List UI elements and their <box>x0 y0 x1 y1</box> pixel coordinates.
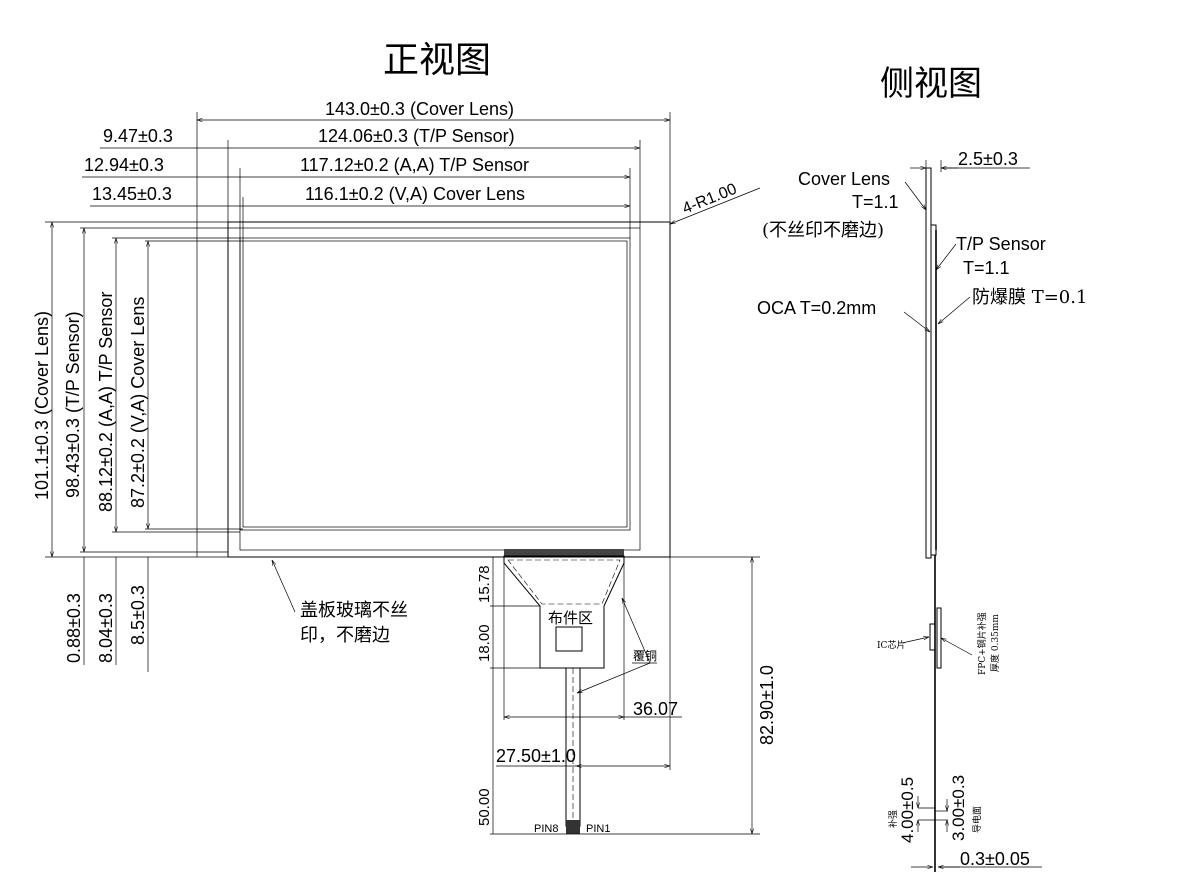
fpc-thickness-dim: 0.3±0.05 <box>960 849 1030 869</box>
cover-lens-label: Cover Lens <box>798 169 890 189</box>
cover-lens-outline <box>227 221 671 558</box>
tp-sensor-outline <box>239 227 641 551</box>
dim-cover-lens-width: 143.0±0.3 (Cover Lens) <box>325 99 514 119</box>
side-view-title: 侧视图 <box>880 64 982 104</box>
fpc-width-dim: 36.07 <box>633 699 678 719</box>
view-area-outline <box>242 240 628 528</box>
cover-lens-side <box>925 167 932 559</box>
front-view: 143.0±0.3 (Cover Lens) 124.06±0.3 (T/P S… <box>32 99 777 835</box>
copper-label: 覆铜 <box>633 648 657 663</box>
fpc-offset-dim: 27.50±1.0 <box>496 746 576 766</box>
component-area-label: 布件区 <box>548 609 593 627</box>
fpc: 布件区 PIN8 PIN1 覆铜 <box>503 549 657 835</box>
fpc-dim-18-00: 18.00 <box>476 624 493 662</box>
explosion-film-label: 防爆膜 T=0.1 <box>972 287 1087 308</box>
pin8-label: PIN8 <box>534 823 558 835</box>
fpc-pins <box>566 820 580 834</box>
extension-lines <box>45 112 671 558</box>
active-area-outline <box>239 237 631 531</box>
fpc-stiffener-thickness: 厚度 0.35mm <box>989 614 1001 672</box>
glass-note-line1: 盖板玻璃不丝 <box>300 600 408 621</box>
tp-sensor-label: T/P Sensor <box>956 234 1046 254</box>
front-view-title: 正视图 <box>383 40 491 81</box>
ic-chip-side <box>929 623 936 651</box>
oca-label: OCA T=0.2mm <box>757 298 876 318</box>
cover-lens-thickness: T=1.1 <box>852 192 899 212</box>
fpc-stiffener-label: FPC+钢片补强 <box>976 612 988 675</box>
bottom-offset-8-04: 8.04±0.3 <box>96 593 116 663</box>
cover-lens-note: (不丝印不磨边) <box>762 220 884 241</box>
dim-tp-sensor-width: 124.06±0.3 (T/P Sensor) <box>318 126 515 146</box>
offset-12-94: 12.94±0.3 <box>84 155 164 175</box>
dim-va-height: 87.2±0.2 (V,A) Cover Lens <box>128 297 148 508</box>
offset-13-45: 13.45±0.3 <box>92 184 172 204</box>
stiffener-label: 补强 <box>887 810 899 828</box>
bottom-offset-0-88: 0.88±0.3 <box>64 593 84 663</box>
corner-radius-label: 4-R1.00 <box>680 181 739 218</box>
side-view: 2.5±0.3 Cover Lens T=1.1 (不丝印不磨边) T/P Se… <box>757 149 1087 872</box>
fpc-dim-50-00: 50.00 <box>476 788 493 826</box>
fpc-stiffener-side <box>936 607 942 669</box>
total-thickness-dim: 2.5±0.3 <box>958 149 1018 169</box>
tp-sensor-thickness: T=1.1 <box>963 258 1010 278</box>
ic-chip-label: IC芯片 <box>877 639 905 651</box>
conductive-dim: 3.00±0.3 <box>949 775 968 841</box>
fpc-dimension-lines <box>490 556 760 835</box>
dim-tp-sensor-height: 98.43±0.3 (T/P Sensor) <box>63 311 83 498</box>
stiffener-dim: 4.00±0.5 <box>898 777 917 843</box>
fpc-dim-15-78: 15.78 <box>476 565 493 603</box>
pin1-label: PIN1 <box>586 823 610 835</box>
conductive-face-label: 导电面 <box>971 806 983 833</box>
dim-cover-lens-height: 101.1±0.3 (Cover Lens) <box>32 311 52 500</box>
dim-aa-width: 117.12±0.2 (A,A) T/P Sensor <box>300 155 529 175</box>
dim-aa-height: 88.12±0.2 (A,A) T/P Sensor <box>96 292 116 512</box>
dim-va-width: 116.1±0.2 (V,A) Cover Lens <box>305 184 525 204</box>
glass-note-line2: 印，不磨边 <box>300 625 390 646</box>
fpc-length-dim: 82.90±1.0 <box>757 665 777 745</box>
fpc-connector-pads <box>504 549 624 556</box>
bottom-offset-8-5: 8.5±0.3 <box>128 585 148 645</box>
offset-9-47: 9.47±0.3 <box>103 126 173 146</box>
